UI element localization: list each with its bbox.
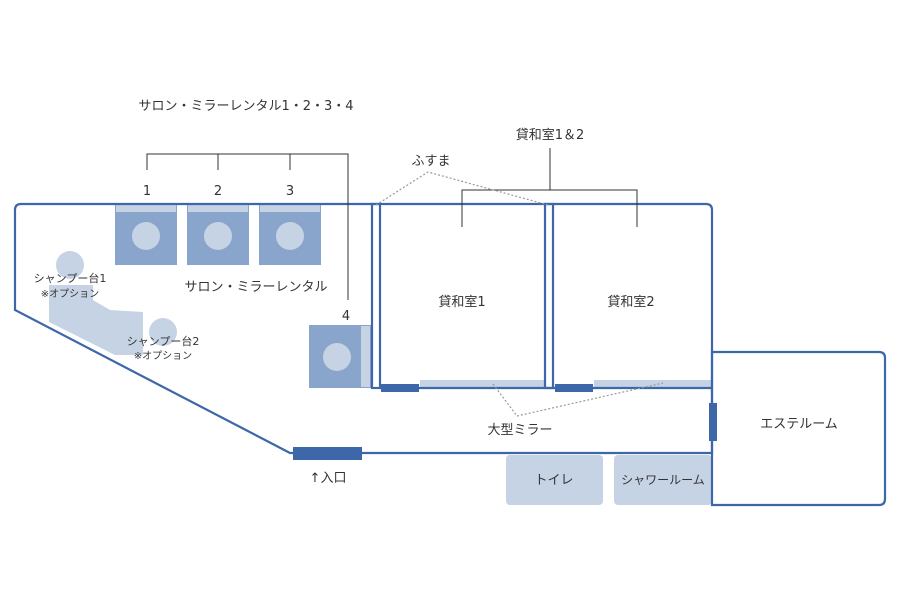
salon-chair-3 (259, 204, 321, 265)
shower-room (614, 455, 712, 505)
room-1-label: 貸和室1 (438, 294, 485, 310)
shampoo-1-note: ※オプション (41, 288, 99, 300)
mirror-label: 大型ミラー (487, 423, 552, 438)
fusuma-2 (543, 202, 555, 390)
door-room-2 (555, 384, 593, 392)
mirror-leader (492, 382, 664, 417)
shower-label: シャワールーム (621, 473, 705, 487)
salon-chair-4 (309, 325, 371, 388)
chair-number-4: 4 (342, 309, 350, 324)
door-room-1 (381, 384, 419, 392)
room-2-label: 貸和室2 (607, 294, 654, 310)
esthe-label: エステルーム (760, 417, 838, 432)
chair-number-2: 2 (214, 184, 222, 199)
entrance-door (293, 447, 362, 460)
shampoo-2-note: ※オプション (134, 350, 192, 362)
fusuma-leader (375, 171, 549, 206)
shampoo-chair-2 (149, 318, 177, 346)
washitsu-bracket (461, 148, 638, 227)
salon-label: サロン・ミラーレンタル (184, 280, 327, 295)
salon-chair-2 (187, 204, 249, 265)
fusuma-1 (370, 202, 382, 390)
esthe-room-wall (710, 350, 887, 507)
washitsu-group-label: 貸和室1＆2 (516, 127, 585, 143)
shampoo-1-label: シャンプー台1 (34, 271, 107, 285)
entrance-label: ↑入口 (310, 471, 347, 486)
toilet-label: トイレ (534, 473, 573, 488)
shampoo-chair-1 (56, 251, 84, 279)
fusuma-label: ふすま (411, 154, 450, 169)
large-mirror-1 (420, 380, 545, 388)
chair-bracket (146, 153, 349, 300)
salon-chair-1 (115, 204, 177, 265)
shampoo-area (49, 285, 143, 355)
door-esthe (709, 403, 717, 441)
shampoo-2-label: シャンプー台2 (127, 334, 200, 348)
large-mirror-2 (594, 380, 712, 388)
salon-title: サロン・ミラーレンタル1・2・3・4 (138, 99, 353, 114)
chair-number-3: 3 (286, 184, 294, 199)
outer-wall (13, 202, 714, 455)
toilet-room (506, 455, 603, 505)
chair-number-1: 1 (143, 184, 151, 199)
